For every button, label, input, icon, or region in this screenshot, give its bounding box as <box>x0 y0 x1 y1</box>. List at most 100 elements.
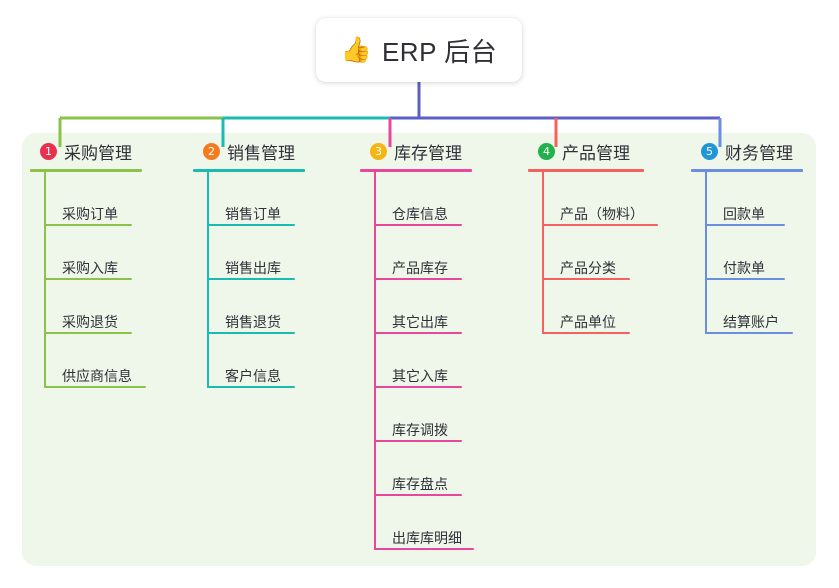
branch-spine <box>44 172 46 388</box>
leaf-node-label: 采购入库 <box>62 260 118 276</box>
leaf-node[interactable]: 销售退货 <box>207 280 352 334</box>
leaf-node-rule <box>207 278 295 280</box>
leaf-node-label: 产品单位 <box>560 314 616 330</box>
leaf-node[interactable]: 产品分类 <box>542 226 683 280</box>
branch-number-badge: 4 <box>538 142 555 160</box>
leaf-node-rule <box>374 440 462 442</box>
branch-column-5: 5 财务管理回款单付款单结算账户 <box>683 133 816 566</box>
branch-title: 库存管理 <box>394 143 462 163</box>
leaf-node-rule <box>44 332 132 334</box>
leaf-node-rule <box>542 278 630 280</box>
branch-title: 产品管理 <box>562 143 630 163</box>
branch-column-3: 3 库存管理仓库信息产品库存其它出库其它入库库存调拨库存盘点出库库明细 <box>352 133 520 566</box>
branch-header-5[interactable]: 5 财务管理 <box>683 133 816 169</box>
leaf-node-label: 库存盘点 <box>392 476 448 492</box>
leaf-node-label: 出库库明细 <box>392 530 462 546</box>
branch-column-1: 1 采购管理采购订单采购入库采购退货供应商信息 <box>22 133 185 566</box>
leaf-node[interactable]: 付款单 <box>705 226 816 280</box>
branch-header-3[interactable]: 3 库存管理 <box>352 133 520 169</box>
leaf-node[interactable]: 其它入库 <box>374 334 520 388</box>
leaf-node-label: 仓库信息 <box>392 206 448 222</box>
leaf-node-label: 销售出库 <box>225 260 281 276</box>
leaf-node-rule <box>374 278 462 280</box>
thumbs-up-icon: 👍 <box>340 35 372 64</box>
branch-number-badge: 2 <box>203 142 220 160</box>
leaf-node-label: 客户信息 <box>225 368 281 384</box>
branch-leaf-list: 采购订单采购入库采购退货供应商信息 <box>44 172 185 388</box>
leaf-node-rule <box>374 224 462 226</box>
branch-header-rule <box>528 169 644 172</box>
leaf-node[interactable]: 供应商信息 <box>44 334 185 388</box>
leaf-node-rule <box>44 386 146 388</box>
root-node-label: ERP 后台 <box>381 36 498 67</box>
leaf-node[interactable]: 采购订单 <box>44 172 185 226</box>
branch-header-4[interactable]: 4 产品管理 <box>520 133 683 169</box>
branch-column-2: 2 销售管理销售订单销售出库销售退货客户信息 <box>185 133 352 566</box>
branch-header-2[interactable]: 2 销售管理 <box>185 133 352 169</box>
leaf-node-label: 产品库存 <box>392 260 448 276</box>
leaf-node[interactable]: 出库库明细 <box>374 496 520 550</box>
leaf-node[interactable]: 客户信息 <box>207 334 352 388</box>
leaf-node[interactable]: 结算账户 <box>705 280 816 334</box>
leaf-node-rule <box>207 332 295 334</box>
branch-title: 采购管理 <box>64 143 132 163</box>
branch-leaf-list: 回款单付款单结算账户 <box>705 172 816 334</box>
leaf-node-rule <box>542 332 630 334</box>
branch-number-badge: 3 <box>370 142 387 160</box>
branch-header-rule <box>193 169 305 172</box>
branch-columns: 1 采购管理采购订单采购入库采购退货供应商信息 2 销售管理销售订单销售出库销售退货客… <box>22 133 816 566</box>
leaf-node-label: 其它入库 <box>392 368 448 384</box>
leaf-node[interactable]: 产品单位 <box>542 280 683 334</box>
leaf-node[interactable]: 采购退货 <box>44 280 185 334</box>
leaf-node[interactable]: 回款单 <box>705 172 816 226</box>
leaf-node-rule <box>374 332 462 334</box>
branch-spine <box>207 172 209 388</box>
leaf-node-rule <box>374 494 462 496</box>
branch-number-badge: 5 <box>701 142 718 160</box>
leaf-node-rule <box>374 548 474 550</box>
leaf-node[interactable]: 产品（物料） <box>542 172 683 226</box>
branch-spine <box>705 172 707 334</box>
leaf-node-rule <box>207 386 295 388</box>
leaf-node-label: 销售订单 <box>225 206 281 222</box>
branch-number-badge: 1 <box>40 142 57 160</box>
branch-column-4: 4 产品管理产品（物料） 产品分类产品单位 <box>520 133 683 566</box>
leaf-node-rule <box>207 224 295 226</box>
leaf-node[interactable]: 其它出库 <box>374 280 520 334</box>
leaf-node-label: 产品分类 <box>560 260 616 276</box>
leaf-node[interactable]: 销售订单 <box>207 172 352 226</box>
leaf-node-label: 供应商信息 <box>62 368 132 384</box>
root-node-card[interactable]: 👍 ERP 后台 <box>316 18 522 82</box>
branch-header-rule <box>360 169 472 172</box>
branch-header-rule <box>30 169 142 172</box>
branch-title: 财务管理 <box>725 143 793 163</box>
branch-leaf-list: 产品（物料） 产品分类产品单位 <box>542 172 683 334</box>
leaf-node[interactable]: 库存调拨 <box>374 388 520 442</box>
branch-spine <box>542 172 544 334</box>
branch-leaf-list: 销售订单销售出库销售退货客户信息 <box>207 172 352 388</box>
leaf-node-rule <box>374 386 462 388</box>
leaf-node-label: 其它出库 <box>392 314 448 330</box>
branch-title: 销售管理 <box>227 143 295 163</box>
leaf-node-rule <box>705 332 793 334</box>
leaf-node[interactable]: 库存盘点 <box>374 442 520 496</box>
leaf-node-label: 付款单 <box>723 260 765 276</box>
leaf-node-label: 产品（物料） <box>560 206 644 222</box>
branch-header-1[interactable]: 1 采购管理 <box>22 133 185 169</box>
leaf-node[interactable]: 采购入库 <box>44 226 185 280</box>
leaf-node-label: 回款单 <box>723 206 765 222</box>
leaf-node-label: 结算账户 <box>723 314 779 330</box>
branch-spine <box>374 172 376 550</box>
leaf-node-rule <box>542 224 658 226</box>
leaf-node[interactable]: 销售出库 <box>207 226 352 280</box>
leaf-node-rule <box>705 224 785 226</box>
leaf-node-rule <box>44 278 132 280</box>
leaf-node[interactable]: 产品库存 <box>374 226 520 280</box>
leaf-node-rule <box>705 278 785 280</box>
leaf-node-label: 库存调拨 <box>392 422 448 438</box>
leaf-node-label: 采购订单 <box>62 206 118 222</box>
branch-header-rule <box>691 169 803 172</box>
mindmap-panel <box>22 133 816 566</box>
leaf-node[interactable]: 仓库信息 <box>374 172 520 226</box>
leaf-node-label: 销售退货 <box>225 314 281 330</box>
